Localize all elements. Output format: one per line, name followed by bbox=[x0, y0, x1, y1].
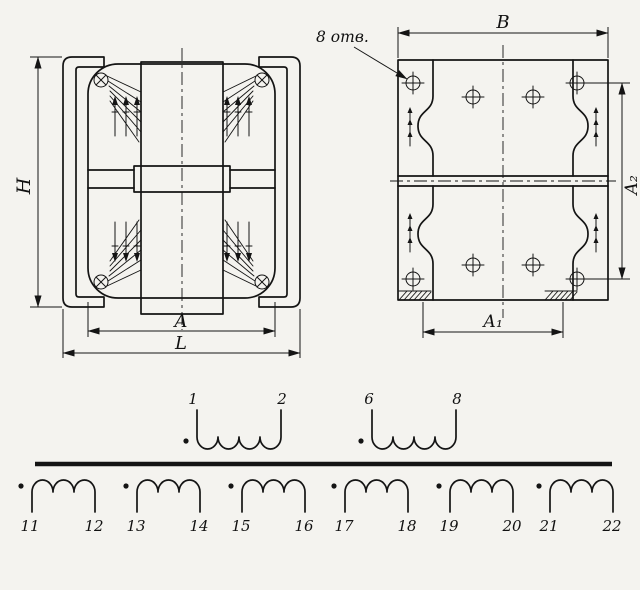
pin-label: 1 bbox=[188, 390, 198, 408]
pin-label: 6 bbox=[364, 390, 374, 408]
secondary-winding-13-14 bbox=[123, 479, 201, 513]
pin-label: 17 bbox=[334, 517, 354, 535]
dimension-a-label: А bbox=[172, 311, 188, 332]
clamp-bracket-left bbox=[62, 56, 105, 308]
pin-label: 14 bbox=[189, 517, 208, 535]
pin-label: 2 bbox=[276, 390, 287, 408]
dimension-a1-label: А₁ bbox=[482, 312, 503, 332]
polarity-dot bbox=[18, 483, 24, 489]
dimension-b-label: В bbox=[495, 12, 509, 33]
terminal-pins-side bbox=[407, 107, 599, 253]
front-view: Н А L bbox=[13, 48, 301, 358]
holes-note-label: 8 отв. bbox=[316, 28, 369, 46]
pin-label: 22 bbox=[601, 517, 621, 535]
pin-label: 18 bbox=[397, 517, 416, 535]
polarity-dot bbox=[358, 438, 364, 444]
dimension-h bbox=[30, 56, 62, 308]
dimension-a bbox=[87, 302, 276, 337]
pin-label: 19 bbox=[439, 517, 459, 535]
secondary-winding-15-16 bbox=[228, 479, 306, 513]
secondary-winding-21-22 bbox=[536, 479, 614, 513]
dimension-h-label: Н bbox=[13, 177, 35, 195]
dimension-l-label: L bbox=[174, 333, 187, 354]
clamp-bracket-right bbox=[258, 56, 301, 308]
polarity-dot bbox=[228, 483, 234, 489]
pin-label: 20 bbox=[501, 517, 522, 535]
dimension-l bbox=[62, 309, 301, 358]
polarity-dot bbox=[536, 483, 542, 489]
polarity-dot bbox=[436, 483, 442, 489]
dimension-b bbox=[397, 27, 609, 58]
polarity-dot bbox=[123, 483, 129, 489]
holes-note-leader bbox=[353, 46, 408, 80]
pin-label: 11 bbox=[20, 517, 39, 535]
mounting-holes bbox=[401, 71, 589, 291]
terminal-pins-front bbox=[111, 96, 253, 262]
dimension-a1 bbox=[422, 302, 564, 338]
pin-label: 21 bbox=[538, 517, 558, 535]
pin-label: 8 bbox=[452, 390, 462, 408]
side-view-outline bbox=[397, 59, 609, 301]
winding-schematic: 1 2 6 8 11 12 13 14 15 16 bbox=[18, 390, 622, 535]
secondary-winding-17-18 bbox=[331, 479, 409, 513]
secondary-winding-11-12 bbox=[18, 479, 96, 513]
polarity-dot bbox=[183, 438, 189, 444]
dimension-a2 bbox=[584, 82, 630, 280]
dimension-a2-label: А₂ bbox=[622, 175, 640, 196]
rivet-icons bbox=[93, 72, 270, 290]
pin-label: 13 bbox=[126, 517, 145, 535]
primary-winding-6-8 bbox=[358, 409, 457, 450]
primary-winding-1-2 bbox=[183, 409, 282, 450]
pin-label: 15 bbox=[231, 517, 250, 535]
polarity-dot bbox=[331, 483, 337, 489]
side-view: В 8 отв. А₂ А₁ bbox=[316, 12, 640, 338]
pin-label: 16 bbox=[294, 517, 314, 535]
wire-bundle-hatching bbox=[106, 75, 257, 287]
mounting-feet-hatch bbox=[398, 290, 578, 301]
pin-label: 12 bbox=[84, 517, 103, 535]
secondary-winding-19-20 bbox=[436, 479, 514, 513]
